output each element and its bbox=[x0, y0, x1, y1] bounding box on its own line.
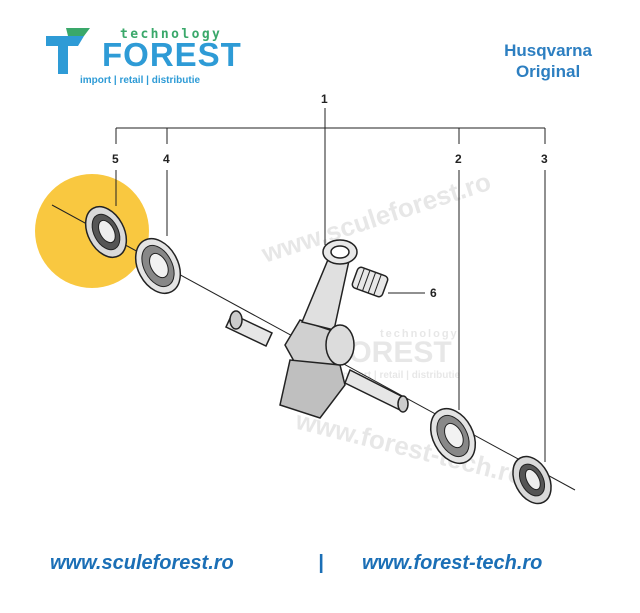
oil-seal-part bbox=[84, 205, 128, 259]
brand-label: Husqvarna Original bbox=[504, 40, 592, 82]
footer-url-left[interactable]: www.sculeforest.ro bbox=[50, 552, 234, 574]
callout-5: 5 bbox=[112, 152, 119, 166]
ball-bearing-left-part bbox=[134, 237, 182, 295]
callout-2: 2 bbox=[455, 152, 462, 166]
footer-links: www.sculeforest.ro | www.forest-tech.ro bbox=[0, 552, 640, 582]
needle-bearing-part bbox=[351, 266, 389, 298]
footer-separator: | bbox=[318, 552, 324, 574]
logo-wordmark: FOREST bbox=[102, 36, 242, 73]
crankshaft-part bbox=[225, 239, 409, 419]
footer-url-right[interactable]: www.forest-tech.ro bbox=[362, 552, 543, 574]
callout-6: 6 bbox=[430, 286, 437, 300]
ball-bearing-right-part bbox=[429, 407, 477, 465]
forest-logo: technology FOREST import | retail | dist… bbox=[44, 26, 241, 90]
oil-seal-right-part bbox=[512, 455, 552, 505]
watermark-sub: import | retail | distributie bbox=[340, 370, 461, 381]
callout-1: 1 bbox=[321, 92, 328, 106]
watermark-tech: technology bbox=[380, 328, 459, 340]
brand-qualifier: Original bbox=[515, 62, 581, 81]
callout-4: 4 bbox=[163, 152, 170, 166]
logo-tagline-top: technology bbox=[120, 27, 223, 42]
callout-leader-lines bbox=[115, 108, 546, 462]
brand-name: Husqvarna bbox=[504, 41, 592, 60]
callout-3: 3 bbox=[541, 152, 548, 166]
logo-subtitle: import | retail | distributie bbox=[80, 75, 201, 86]
logo-tree-icon bbox=[46, 28, 90, 74]
